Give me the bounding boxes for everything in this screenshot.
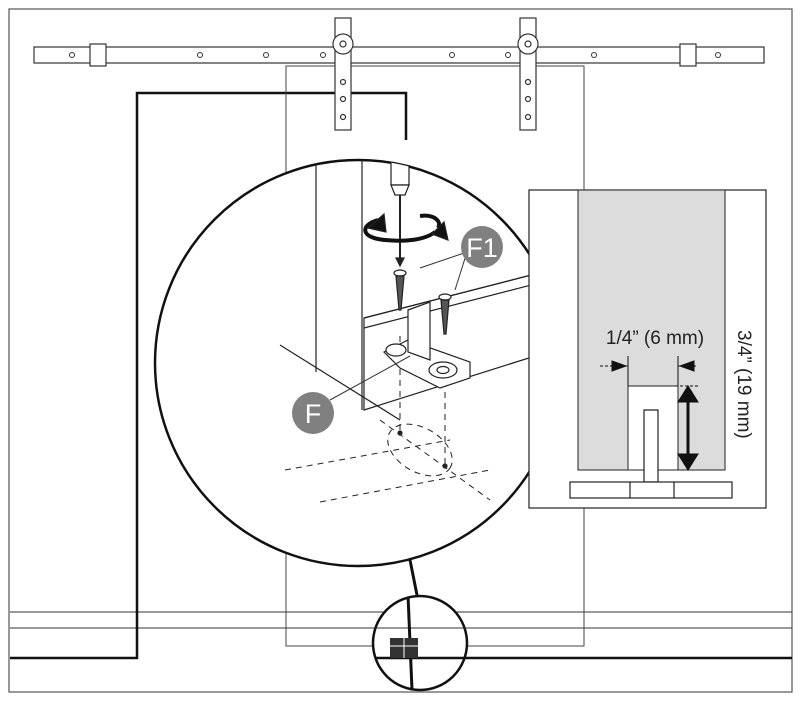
hanger-right	[517, 17, 539, 131]
width-dimension	[600, 356, 696, 386]
magnifier-circle	[153, 158, 563, 568]
width-dimension-label: 1/4” (6 mm)	[606, 328, 704, 349]
callout-f-label: F	[305, 399, 322, 429]
hanger-left	[332, 17, 354, 131]
height-dimension-label: 3/4” (19 mm)	[733, 330, 754, 439]
track-rail	[33, 43, 765, 67]
callout-f1-leader	[419, 251, 468, 269]
callout-f-leader	[329, 355, 411, 401]
dimension-detail-box: 1/4” (6 mm) 3/4” (19 mm)	[528, 189, 767, 509]
outer-frame	[8, 8, 793, 693]
floor-guide-bracket	[382, 301, 471, 389]
wall-opening	[10, 91, 792, 660]
height-dimension	[675, 385, 700, 471]
screw-right	[438, 293, 452, 335]
screw-left	[393, 269, 407, 311]
rotate-arrow-icon	[363, 213, 441, 243]
callout-f1: F1	[461, 226, 503, 268]
callout-f: F	[292, 392, 334, 434]
callout-f1-label: F1	[466, 233, 498, 263]
track-stop-left	[89, 43, 107, 67]
floor-guide-detail-circle	[371, 594, 469, 692]
track-stop-right	[679, 43, 697, 67]
guide-profile	[569, 409, 733, 499]
